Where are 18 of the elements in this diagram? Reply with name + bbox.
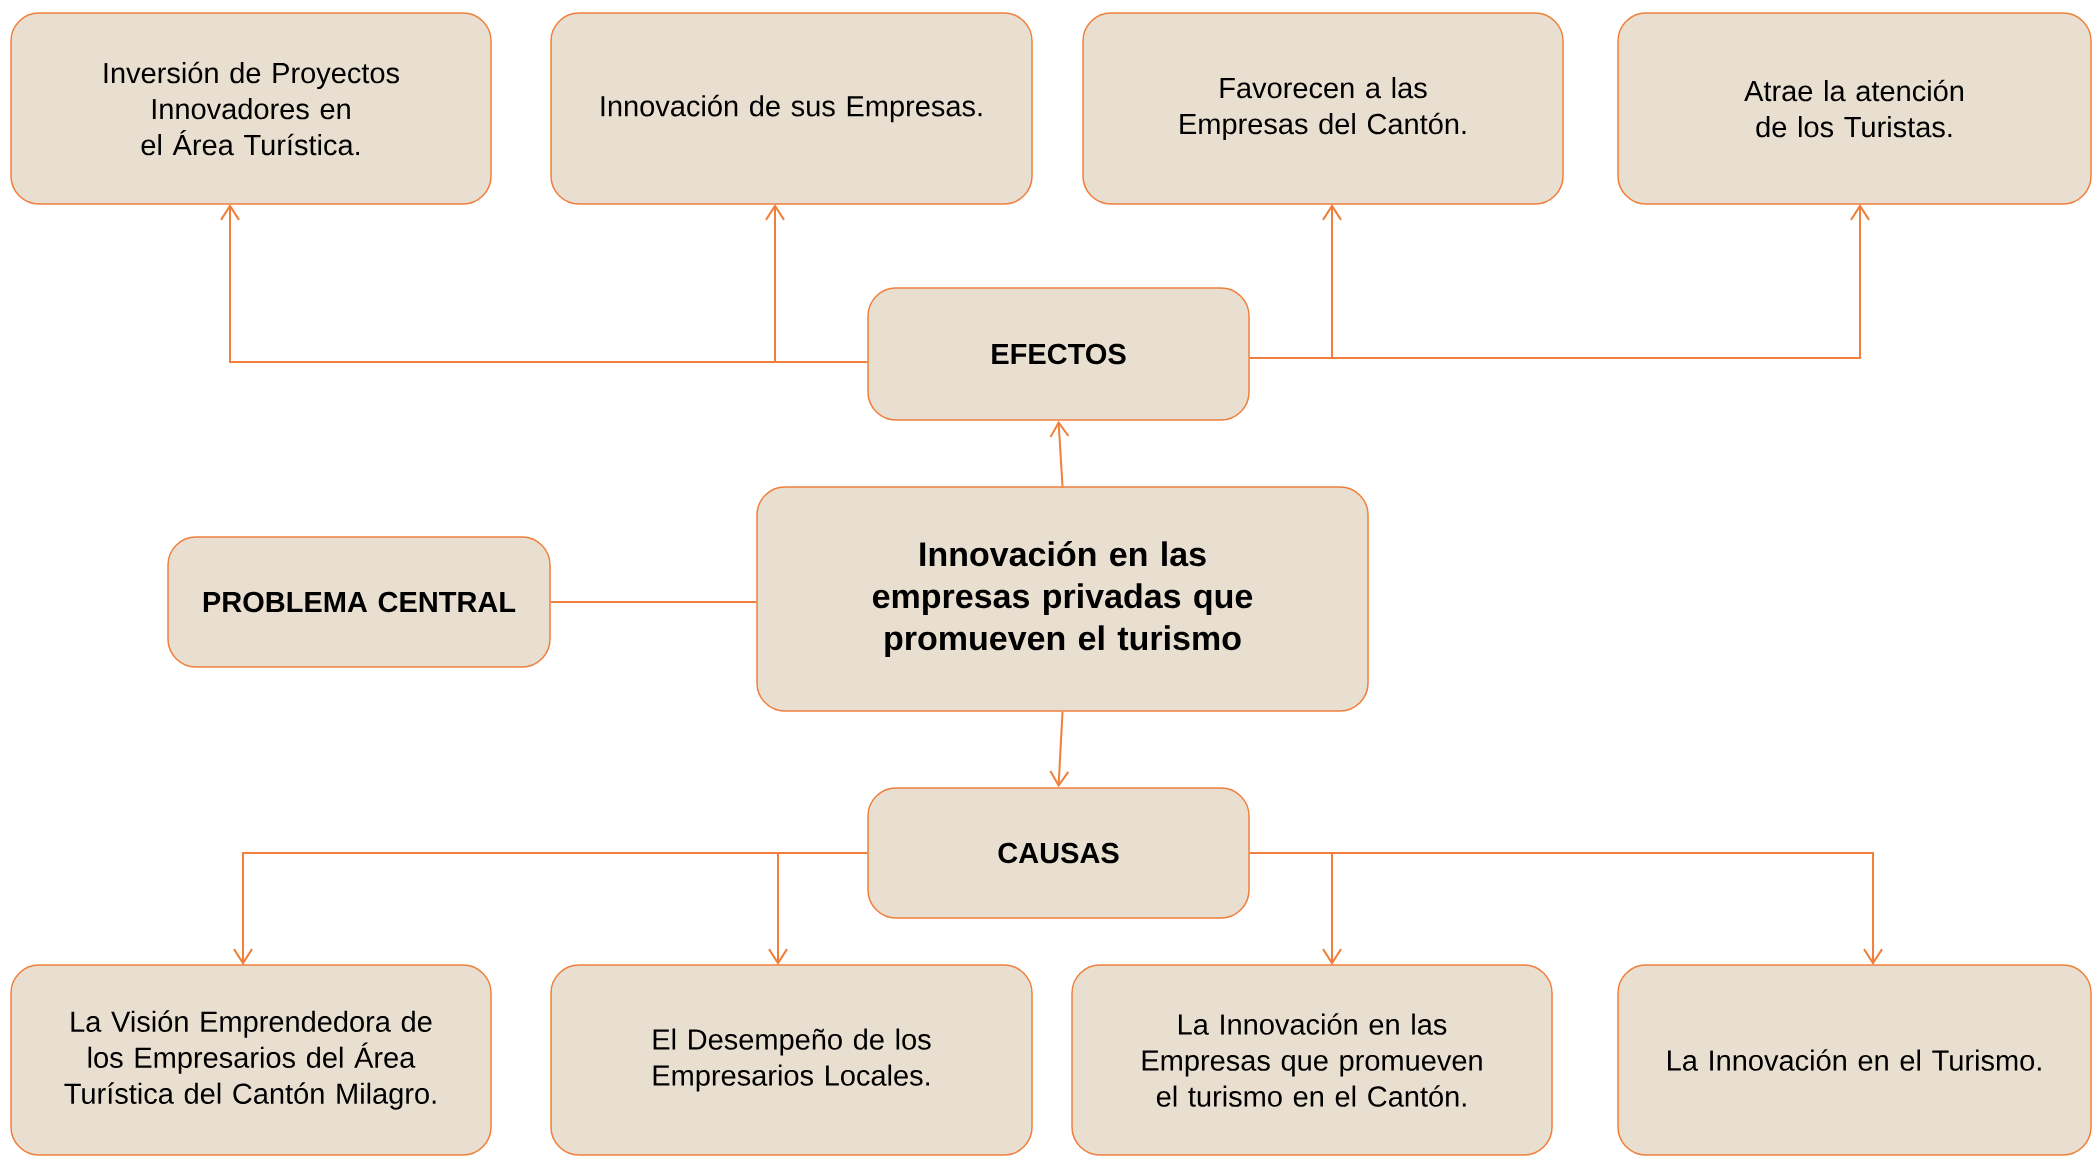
effect-box: Favorecen a las Empresas del Cantón. <box>1082 12 1564 205</box>
heading-box: PROBLEMA CENTRAL <box>167 536 551 668</box>
effect-box: Atrae la atención de los Turistas. <box>1617 12 2092 205</box>
heading-box: EFECTOS <box>867 287 1250 421</box>
arrow <box>1248 204 1870 359</box>
arrow <box>768 852 869 965</box>
cause-box: La Visión Emprendedora de los Empresarios del Área Turística del Cantón Milagro. <box>10 964 492 1156</box>
effect-box: Inversión de Proyectos Innovadores en el Área Turística. <box>10 12 492 205</box>
cause-box: La Innovación en las Empresas que promueven el turismo en el Cantón. <box>1071 964 1553 1156</box>
arrow <box>1248 852 1883 965</box>
heading-box: CAUSAS <box>867 787 1250 919</box>
problem-box: Innovación en las empresas privadas que promueven el turismo <box>756 486 1369 712</box>
arrow <box>1049 420 1070 488</box>
arrow <box>765 204 869 363</box>
cause-box: La Innovación en el Turismo. <box>1617 964 2092 1156</box>
cause-box: El Desempeño de los Empresarios Locales. <box>550 964 1033 1156</box>
effect-box: Innovación de sus Empresas. <box>550 12 1033 205</box>
arrow <box>1049 710 1070 788</box>
